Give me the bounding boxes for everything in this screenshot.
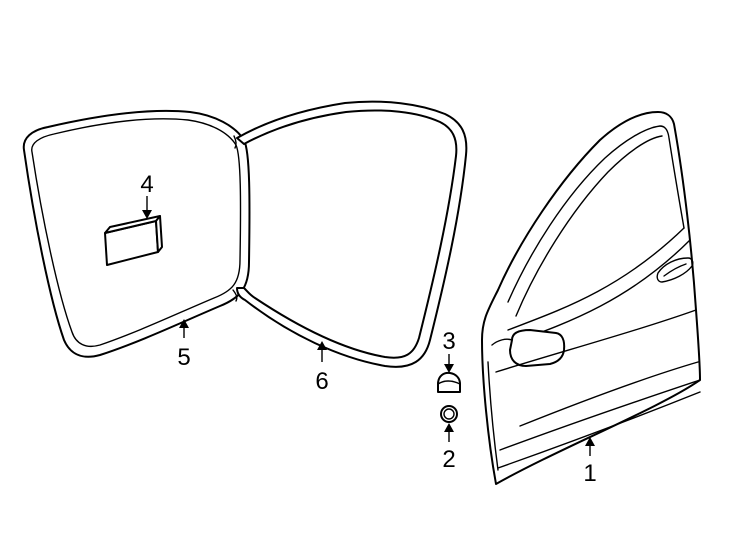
callout-5: 5 [177,344,190,371]
label [104,215,163,266]
door-weatherstrip [232,100,468,368]
callout-2: 2 [442,446,455,473]
plug [440,405,458,423]
callout-leaders [142,196,595,456]
callout-1: 1 [583,460,596,487]
callout-3: 3 [442,328,455,355]
callout-4: 4 [140,171,153,198]
bumper [437,371,461,393]
door-shell [481,111,701,485]
callout-6: 6 [315,368,328,395]
